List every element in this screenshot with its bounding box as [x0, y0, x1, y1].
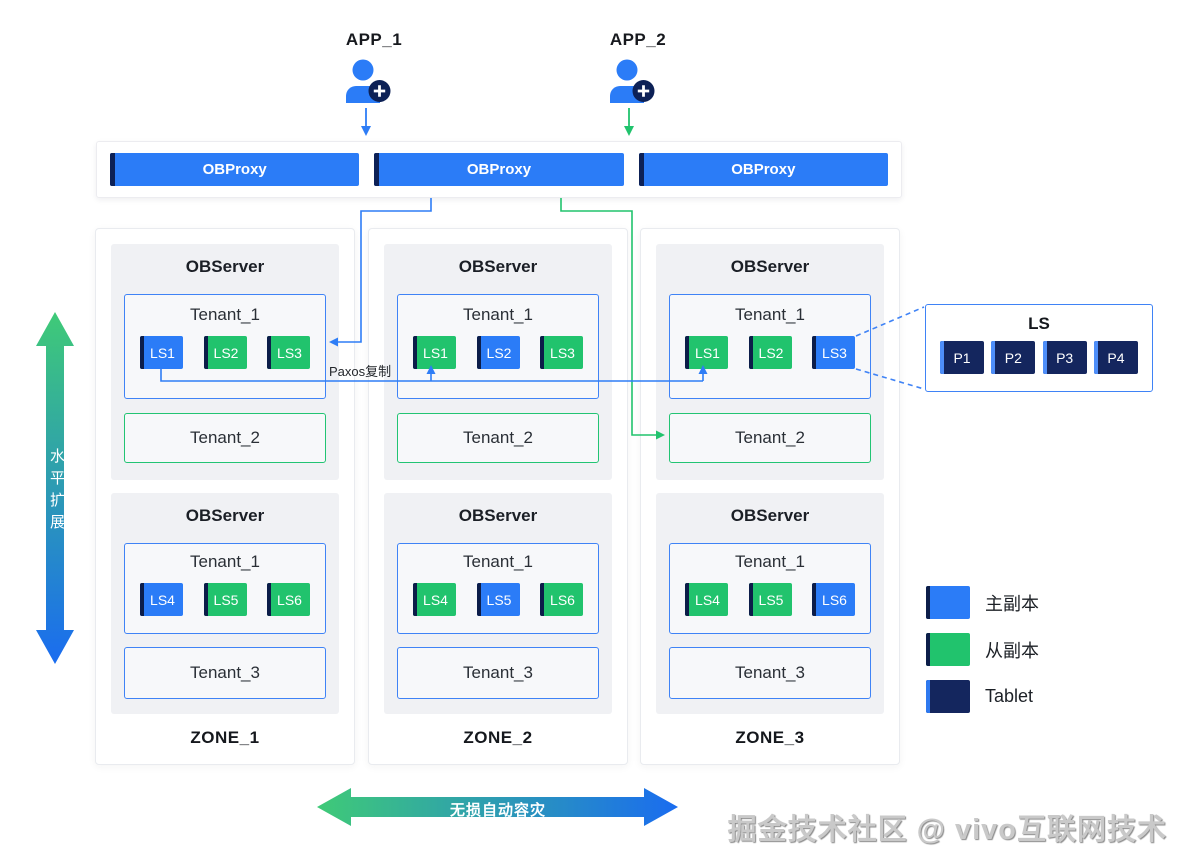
obproxy-3: OBProxy [638, 153, 888, 186]
tenant-title: Tenant_1 [463, 305, 533, 324]
legend-label: Tablet [985, 686, 1034, 706]
ls-chip: LS1 [140, 336, 183, 369]
user-plus-icon [346, 59, 391, 103]
ls-chip: LS1 [413, 336, 456, 369]
legend-item-leader: 主副本 [926, 586, 1039, 619]
tenant2-box: Tenant_3 [397, 647, 599, 699]
tenant1-box: Tenant_1 LS4 LS5 LS6 [397, 543, 599, 634]
leader-swatch [926, 586, 970, 619]
app-2-label: APP_2 [609, 30, 667, 49]
disaster-recovery-label: 无损自动容灾 [449, 802, 546, 819]
zone-1: OBServer Tenant_1 LS1 LS2 LS3 Tenant_2 O… [95, 228, 355, 765]
user-plus-icon [610, 59, 655, 103]
tenant1-box: Tenant_1 LS4 LS5 LS6 [669, 543, 871, 634]
legend-item-follower: 从副本 [926, 633, 1039, 666]
tablet-row: P1 P2 P3 P4 [926, 341, 1152, 374]
observer-box: OBServer Tenant_1 LS1 LS2 LS3 Tenant_2 [384, 244, 612, 480]
ls-chip: LS5 [203, 583, 247, 616]
observer-title: OBServer [730, 257, 810, 276]
obproxy-2: OBProxy [374, 153, 624, 186]
tenant-title: Tenant_1 [735, 305, 805, 324]
tenant1-box: Tenant_1 LS1 LS2 LS3 [397, 294, 599, 399]
tenant-title: Tenant_2 [735, 428, 805, 447]
tenant-title: Tenant_3 [463, 663, 533, 682]
zone-2: OBServer Tenant_1 LS1 LS2 LS3 Tenant_2 O… [368, 228, 628, 765]
legend-label: 从副本 [985, 640, 1039, 661]
zone-label: ZONE_1 [190, 728, 260, 747]
tablet-chip: P4 [1093, 341, 1138, 374]
legend: 主副本 从副本 Tablet [926, 586, 1039, 727]
obproxy-container: OBProxy OBProxy OBProxy [96, 141, 902, 198]
tablet-swatch [926, 680, 970, 713]
legend-label: 主副本 [985, 593, 1039, 614]
observer-box: OBServer Tenant_1 LS4 LS5 LS6 Tenant_3 [384, 493, 612, 714]
observer-title: OBServer [185, 506, 265, 525]
ls-detail-title: LS [1028, 314, 1050, 333]
zone-3: OBServer Tenant_1 LS1 LS2 LS3 Tenant_2 O… [640, 228, 900, 765]
ls-chip: LS1 [685, 336, 728, 369]
paxos-replication-label: Paxos复制 [329, 364, 392, 379]
tenant-title: Tenant_3 [190, 663, 260, 682]
zone-label: ZONE_3 [735, 728, 805, 747]
ls-chip: LS2 [203, 336, 247, 369]
app-1: APP_1 [334, 30, 414, 108]
ls-row: LS4 LS5 LS6 [685, 583, 855, 616]
tablet-chip: P1 [940, 341, 984, 374]
observer-box: OBServer Tenant_1 LS1 LS2 LS3 Tenant_2 [656, 244, 884, 480]
tenant2-box: Tenant_3 [124, 647, 326, 699]
ls-chip: LS2 [748, 336, 792, 369]
ls-chip: LS4 [413, 583, 456, 616]
tablet-chip: P3 [1042, 341, 1087, 374]
tenant-title: Tenant_2 [190, 428, 260, 447]
tenant2-box: Tenant_2 [124, 413, 326, 463]
app1-arrow [361, 108, 371, 136]
app-1-label: APP_1 [345, 30, 403, 49]
tenant-title: Tenant_1 [190, 552, 260, 571]
watermark: 掘金技术社区 @ vivo互联网技术 [727, 814, 1167, 846]
ls-row: LS1 LS2 LS3 [140, 336, 310, 369]
observer-title: OBServer [458, 257, 538, 276]
ls-chip: LS3 [540, 336, 583, 369]
observer-title: OBServer [185, 257, 265, 276]
ls-row: LS4 LS5 LS6 [140, 583, 310, 616]
zone-label: ZONE_2 [463, 728, 533, 747]
obproxy-1: OBProxy [110, 153, 360, 186]
ls-row: LS1 LS2 LS3 [413, 336, 583, 369]
ls-detail-box: LS P1 P2 P3 P4 [925, 304, 1153, 392]
ls-chip: LS4 [685, 583, 728, 616]
ls-row: LS1 LS2 LS3 [685, 336, 855, 369]
tenant-title: Tenant_2 [463, 428, 533, 447]
app2-arrow [624, 108, 634, 136]
horizontal-scale-label: 水平扩展 [48, 448, 65, 536]
ls-chip: LS5 [476, 583, 520, 616]
ls-chip: LS6 [540, 583, 583, 616]
tenant2-box: Tenant_3 [669, 647, 871, 699]
tenant2-box: Tenant_2 [397, 413, 599, 463]
ls-row: LS4 LS5 LS6 [413, 583, 583, 616]
tenant1-box: Tenant_1 LS1 LS2 LS3 [669, 294, 871, 399]
observer-title: OBServer [730, 506, 810, 525]
follower-swatch [926, 633, 970, 666]
observer-box: OBServer Tenant_1 LS1 LS2 LS3 Tenant_2 [111, 244, 339, 480]
tenant-title: Tenant_1 [735, 552, 805, 571]
ls-chip: LS3 [267, 336, 310, 369]
ls-chip: LS6 [267, 583, 310, 616]
observer-box: OBServer Tenant_1 LS4 LS5 LS6 Tenant_3 [656, 493, 884, 714]
tablet-chip: P2 [991, 341, 1036, 374]
tenant-title: Tenant_3 [735, 663, 805, 682]
tenant-title: Tenant_1 [463, 552, 533, 571]
observer-title: OBServer [458, 506, 538, 525]
observer-box: OBServer Tenant_1 LS4 LS5 LS6 Tenant_3 [111, 493, 339, 714]
tenant1-box: Tenant_1 LS1 LS2 LS3 [124, 294, 326, 399]
ls-chip: LS3 [812, 336, 855, 369]
tenant1-box: Tenant_1 LS4 LS5 LS6 [124, 543, 326, 634]
app-2: APP_2 [598, 30, 678, 108]
tenant2-box: Tenant_2 [669, 413, 871, 463]
ls-chip: LS6 [812, 583, 855, 616]
legend-item-tablet: Tablet [926, 680, 1039, 713]
tenant-title: Tenant_1 [190, 305, 260, 324]
ls-chip: LS4 [140, 583, 183, 616]
ls-chip: LS5 [748, 583, 792, 616]
ls-chip: LS2 [476, 336, 520, 369]
